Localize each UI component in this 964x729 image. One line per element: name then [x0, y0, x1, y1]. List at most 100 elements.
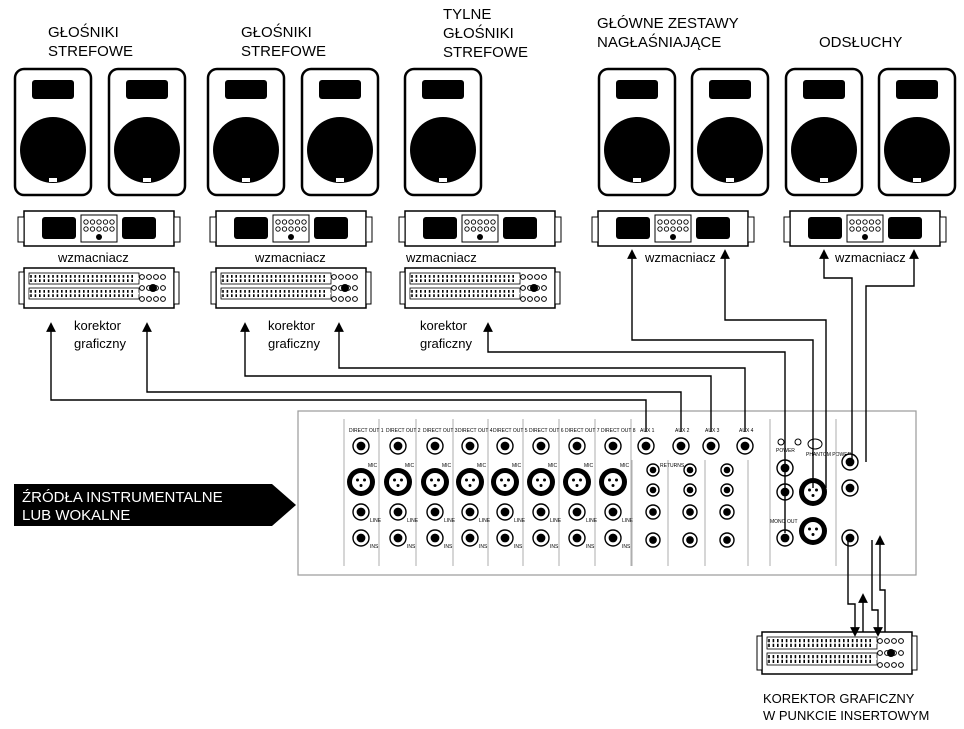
speaker-5	[403, 67, 483, 197]
line-input-3	[426, 503, 444, 521]
stereo-input-5	[719, 504, 735, 520]
main-out-r	[799, 517, 827, 545]
insert-eq-label-line2: W PUNKCIE INSERTOWYM	[763, 708, 929, 723]
aux-label-4: AUX 4	[739, 428, 754, 434]
return-jack-2	[646, 483, 660, 497]
ins-label-6: INS	[550, 544, 559, 550]
zone-speakers-1-title-line2: STREFOWE	[48, 43, 133, 60]
cables	[46, 249, 919, 637]
mic-input-3	[421, 468, 449, 496]
return-jack-1	[646, 463, 660, 477]
cable-mono-eq3	[483, 322, 786, 533]
line-label-5: LINE	[514, 518, 526, 524]
line-label-1: LINE	[370, 518, 382, 524]
insert-eq-label-line1: KOREKTOR GRAFICZNY	[763, 691, 915, 706]
cable-main-l-amp4	[627, 249, 814, 488]
speaker-2	[107, 67, 187, 197]
line-label-6: LINE	[550, 518, 562, 524]
insert-jack-3	[426, 529, 444, 547]
insert-eq-unit	[756, 631, 918, 675]
speaker-4	[300, 67, 380, 197]
direct-out-jack-5	[496, 437, 514, 455]
graphic-eq-3	[399, 267, 561, 309]
line-input-5	[496, 503, 514, 521]
line-input-1	[352, 503, 370, 521]
monitor-out-2	[841, 479, 859, 497]
amp-1-label: wzmacniacz	[57, 250, 129, 265]
phantom-label: PHANTOM POWER	[806, 452, 852, 458]
line-label-2: LINE	[407, 518, 419, 524]
cable-aux1-eq1	[46, 322, 647, 432]
main-insert-jack	[841, 529, 859, 547]
amplifier-4	[591, 210, 755, 247]
mic-input-8	[599, 468, 627, 496]
aux-send-1	[637, 437, 655, 455]
return-jack-5	[720, 463, 734, 477]
amplifier-3	[398, 210, 562, 247]
line-input-2	[389, 503, 407, 521]
source-label-line2: LUB WOKALNE	[22, 507, 130, 524]
speaker-3	[206, 67, 286, 197]
mic-input-6	[527, 468, 555, 496]
mic-label-3: MIC	[442, 463, 452, 469]
mono-out-label: MONO OUT	[770, 519, 798, 525]
line-input-6	[532, 503, 550, 521]
amplifier-1	[17, 210, 181, 247]
main-out-l	[799, 478, 827, 506]
direct-out-label-3: DIRECT OUT 3	[423, 428, 458, 434]
insert-jack-2	[389, 529, 407, 547]
eq-3-label-line1: korektor	[420, 318, 468, 333]
direct-out-jack-7	[568, 437, 586, 455]
eq-1-label-line1: korektor	[74, 318, 122, 333]
ins-label-2: INS	[407, 544, 416, 550]
amplifier-5	[783, 210, 947, 247]
direct-out-label-5: DIRECT OUT 5	[493, 428, 528, 434]
cable-main-r-amp4	[720, 249, 827, 488]
aux-label-2: AUX 2	[675, 428, 690, 434]
insert-jack-1	[352, 529, 370, 547]
mic-label-5: MIC	[512, 463, 522, 469]
ins-label-4: INS	[479, 544, 488, 550]
mic-input-5	[491, 468, 519, 496]
stereo-input-3	[682, 504, 698, 520]
insert-graphic-eq	[756, 631, 918, 675]
direct-out-label-7: DIRECT OUT 7	[565, 428, 600, 434]
mic-input-2	[384, 468, 412, 496]
stereo-input-6	[719, 532, 735, 548]
direct-out-jack-8	[604, 437, 622, 455]
returns-label: RETURNS	[660, 463, 685, 469]
direct-out-jack-3	[426, 437, 444, 455]
aux-send-2	[672, 437, 690, 455]
graphic-eq-1	[18, 267, 180, 309]
cable-aux3-eq2	[240, 322, 712, 432]
zone-speakers-1-title-line1: GŁOŚNIKI	[48, 23, 119, 41]
amp-4-label: wzmacniacz	[644, 250, 716, 265]
cable-insert-return-r	[875, 535, 886, 632]
direct-out-label-4: DIRECT OUT 4	[458, 428, 493, 434]
insert-jack-7	[568, 529, 586, 547]
direct-out-label-8: DIRECT OUT 8	[601, 428, 636, 434]
line-input-4	[461, 503, 479, 521]
cable-aux4-eq2	[334, 322, 746, 432]
eq-2-label-line2: graficzny	[268, 336, 321, 351]
ins-label-1: INS	[370, 544, 379, 550]
direct-out-jack-4	[461, 437, 479, 455]
cable-aux2-eq1	[142, 322, 682, 432]
amp-5-label: wzmacniacz	[834, 250, 906, 265]
cable-insert-send-r	[871, 540, 883, 637]
mic-label-7: MIC	[584, 463, 594, 469]
amplifier-2	[209, 210, 373, 247]
cable-mon2-amp5	[865, 249, 919, 462]
speaker-8	[784, 67, 864, 197]
direct-out-label-2: DIRECT OUT 2	[386, 428, 421, 434]
direct-out-label-6: DIRECT OUT 6	[529, 428, 564, 434]
group-titles: GŁOŚNIKI STREFOWE GŁOŚNIKI STREFOWE TYLN…	[48, 6, 902, 61]
line-label-7: LINE	[586, 518, 598, 524]
mic-label-4: MIC	[477, 463, 487, 469]
speaker-6	[597, 67, 677, 197]
stereo-input-4	[682, 532, 698, 548]
mic-input-4	[456, 468, 484, 496]
ins-label-8: INS	[622, 544, 631, 550]
insert-jack-8	[604, 529, 622, 547]
